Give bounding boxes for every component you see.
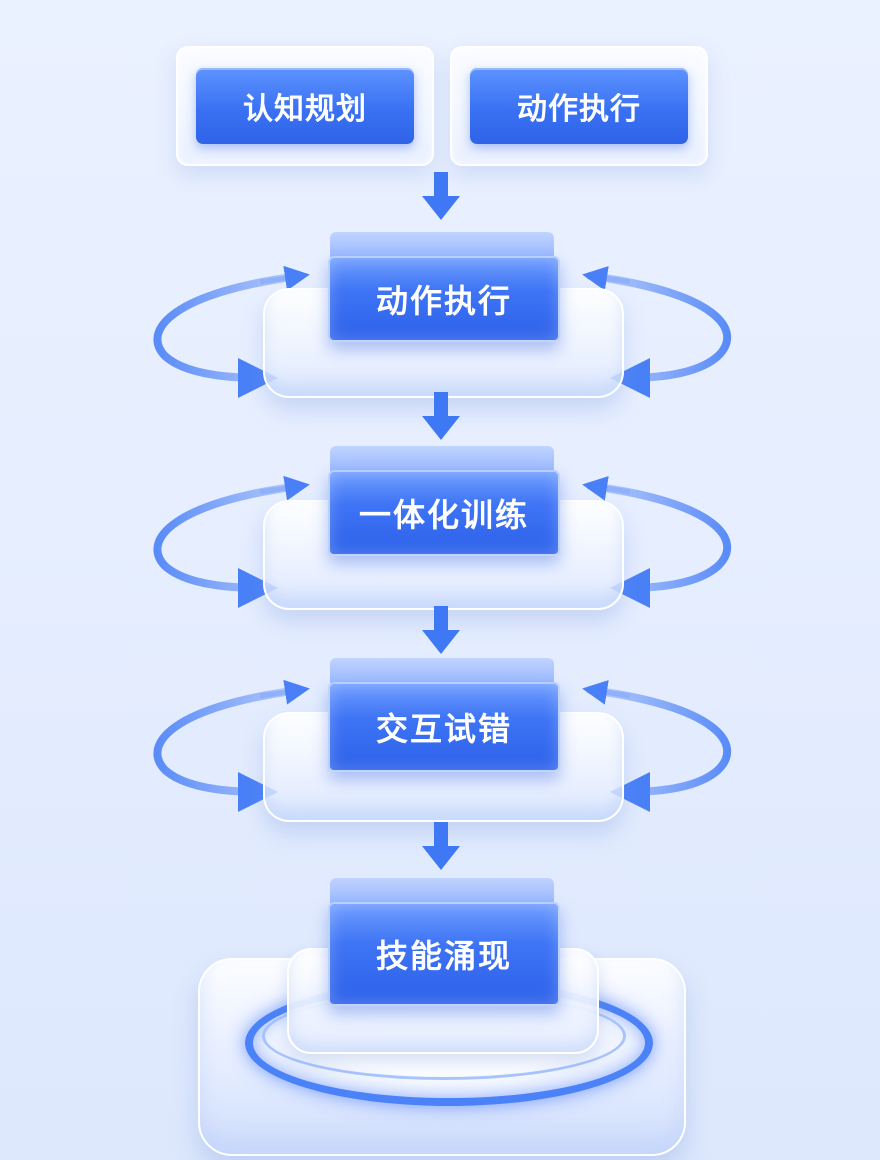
- action-execution-top-button[interactable]: 动作执行: [470, 68, 688, 144]
- loop-1-left-arc: [153, 272, 304, 398]
- top-frame-right: 动作执行: [450, 46, 708, 166]
- stage-interactive-trial[interactable]: 交互试错: [328, 682, 560, 772]
- stage-skill-emergence[interactable]: 技能涌现: [328, 902, 560, 1006]
- loop-2-right-arc: [586, 482, 732, 608]
- stage-interactive-trial-label: 交互试错: [375, 710, 512, 748]
- loop-1-right-in-arrow: [582, 265, 631, 291]
- top-frame-left: 认知规划: [176, 46, 434, 166]
- loop-1-right-arc: [586, 272, 732, 398]
- stage-skill-emergence-label: 技能涌现: [375, 937, 512, 975]
- stage-integrated-training-label: 一体化训练: [358, 496, 529, 534]
- feedback-loop-3: [153, 679, 732, 812]
- loop-2-left-arc: [153, 482, 304, 608]
- feedback-loop-1: [153, 265, 732, 398]
- cognitive-planning-button[interactable]: 认知规划: [196, 68, 414, 144]
- loop-2-left-in-arrow: [259, 475, 310, 501]
- loop-3-left-arc: [153, 686, 304, 812]
- feedback-loop-2: [153, 475, 732, 608]
- stage-action-execution[interactable]: 动作执行: [328, 256, 560, 342]
- loop-1-left-in-arrow: [259, 265, 310, 291]
- action-execution-top-label: 动作执行: [517, 92, 641, 127]
- block-1-top-face: [330, 232, 554, 258]
- loop-3-right-in-arrow: [582, 679, 631, 705]
- loop-2-right-in-arrow: [582, 475, 631, 501]
- loop-3-right-arc: [586, 686, 732, 812]
- block-2-top-face: [330, 446, 554, 472]
- loop-3-left-in-arrow: [259, 679, 310, 705]
- cognitive-planning-label: 认知规划: [243, 92, 367, 127]
- block-4-top-face: [330, 878, 554, 904]
- stage-action-execution-label: 动作执行: [375, 282, 512, 320]
- stage-integrated-training[interactable]: 一体化训练: [328, 470, 560, 556]
- block-3-top-face: [330, 658, 554, 684]
